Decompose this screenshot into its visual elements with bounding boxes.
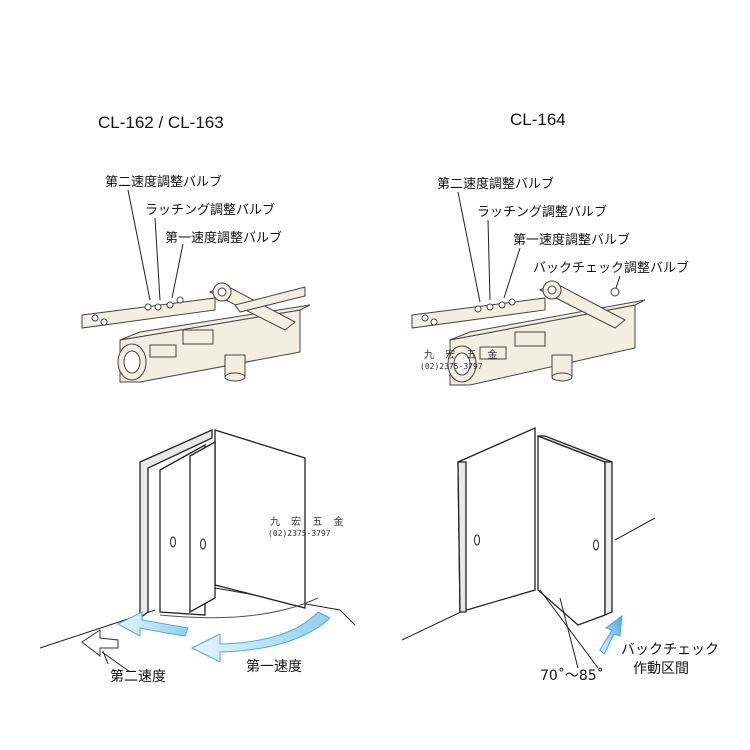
latch-arrow (81, 629, 119, 658)
left-label-first-speed: 第一速度 (246, 658, 302, 675)
right-door-leaf (537, 435, 606, 626)
left-label-first-speed-valve: 第一速度調整バルブ (165, 230, 282, 246)
left-door-leaf-2 (189, 440, 216, 614)
left-watermark-name: 九 宏 五 金 (270, 515, 348, 528)
left-label-latching-valve: ラッチング調整バルブ (145, 202, 275, 218)
right-door-handle-1 (474, 534, 480, 546)
left-label-second-speed-valve: 第二速度調整バルブ (105, 174, 222, 190)
left-valve-hole-1 (144, 303, 152, 311)
left-valve-hole-3 (166, 301, 174, 309)
backcheck-arrow (599, 614, 623, 655)
left-model-title: CL-162 / CL-163 (98, 113, 224, 132)
right-label-backcheck-valve: バックチェック調整バルブ (533, 260, 689, 276)
right-door-handle-2 (593, 539, 599, 551)
right-door-scene (401, 427, 656, 669)
right-watermark-name: 九 宏 五 金 (424, 348, 502, 361)
right-backcheck-hole (610, 287, 620, 297)
right-label-second-speed-valve: 第二速度調整バルブ (437, 176, 554, 192)
right-label-first-speed-valve: 第一速度調整バルブ (513, 232, 630, 248)
left-swing-arc (159, 597, 319, 619)
left-leader-lines (127, 189, 184, 301)
left-valve-hole-4 (176, 296, 184, 304)
right-back-wall (457, 427, 536, 613)
left-watermark-phone: (02)2375-3797 (268, 529, 331, 538)
right-valve-hole-3 (498, 301, 506, 309)
left-door-closer (81, 282, 311, 383)
right-valve-hole-1 (474, 305, 482, 313)
left-door-handle-1 (170, 536, 176, 548)
second-speed-arrow (116, 611, 189, 637)
first-speed-arrow (190, 611, 331, 663)
right-valve-hole-4 (508, 298, 516, 306)
right-label-latching-valve: ラッチング調整バルブ (477, 204, 607, 220)
right-label-backcheck-1: バックチェック (621, 642, 719, 658)
right-label-backcheck-2: 作動区間 (633, 661, 689, 677)
right-door-closer (411, 280, 646, 386)
right-model-title: CL-164 (510, 110, 566, 129)
right-label-angle: 70˚〜85˚ (540, 667, 604, 684)
right-leader-lines (457, 191, 621, 303)
right-valve-hole-2 (486, 303, 494, 311)
right-watermark-phone: (02)2375-3797 (420, 362, 483, 371)
left-label-second-speed: 第二速度 (110, 668, 166, 685)
left-door-scene (39, 428, 356, 673)
left-valve-hole-2 (154, 303, 162, 311)
left-door-handle-2 (200, 538, 206, 550)
